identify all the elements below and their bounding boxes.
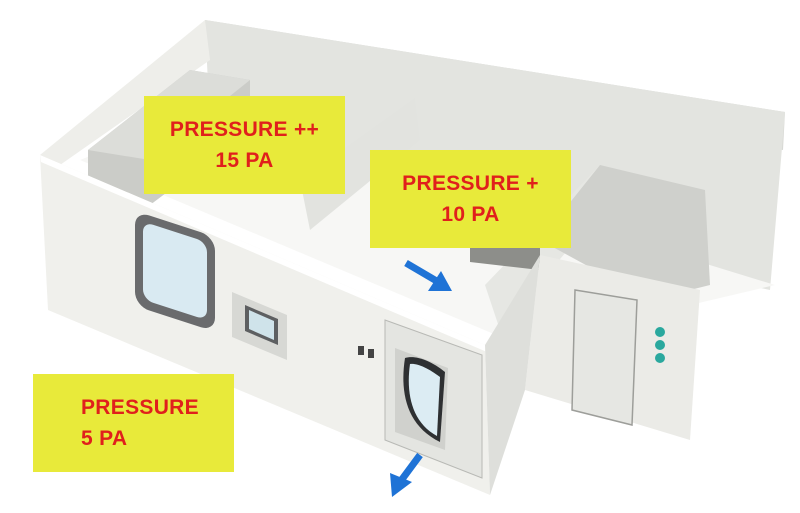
side-door [571, 289, 638, 426]
window-icon [135, 214, 215, 329]
indicator-light-icon [655, 327, 665, 363]
pressure-label-value: 5 PA [81, 427, 128, 450]
front-wall-top-edge [40, 155, 487, 352]
pressure-label-high: PRESSURE ++ 15 PA [144, 96, 345, 194]
pressure-label-title: PRESSURE [81, 396, 199, 419]
pass-box [232, 292, 287, 360]
door-icon [358, 319, 483, 479]
airflow-arrow-icon [390, 452, 423, 497]
pressure-label-title: PRESSURE ++ [169, 118, 320, 141]
partition-3 [540, 165, 710, 300]
pressure-label-value: 15 PA [215, 149, 274, 172]
partition-1 [300, 98, 420, 230]
pressure-label-title: PRESSURE + [402, 172, 539, 195]
right-wall-shade [485, 255, 540, 495]
left-end-wall [40, 20, 210, 165]
pressure-label-medium: PRESSURE + 10 PA [370, 150, 571, 248]
pressure-label-value: 10 PA [441, 203, 500, 226]
pressure-label-low: PRESSURE 5 PA [33, 374, 234, 472]
airflow-arrow-icon [404, 259, 452, 291]
